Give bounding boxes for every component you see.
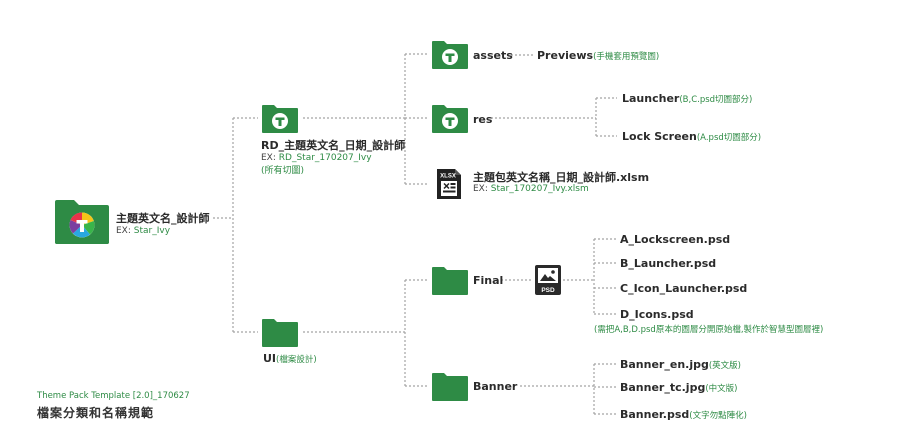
final-file-a: A_Lockscreen.psd	[620, 233, 731, 246]
banner-en-title: Banner_en.jpg	[620, 358, 709, 371]
res-lockscreen-item: Lock Screen(A.psd切圖部分)	[622, 130, 761, 145]
launcher-note: (B,C.psd切圖部分)	[679, 95, 753, 105]
final-title: Final	[473, 274, 504, 287]
connector-ui-branch	[303, 279, 428, 387]
folder-icon	[55, 200, 109, 244]
assets-folder-icon	[431, 38, 469, 74]
res-folder-icon	[431, 102, 469, 138]
banner-psd-title: Banner.psd	[620, 408, 690, 421]
rd-title: RD_主題英文名_日期_設計師	[261, 139, 406, 152]
banner-file-tc: Banner_tc.jpg(中文版)	[620, 381, 737, 396]
xlsx-title: 主題包英文名稱_日期_設計師.xlsm	[473, 171, 650, 184]
xlsx-file-icon: XLSX	[436, 168, 462, 204]
xlsx-ex-label: EX:	[473, 184, 488, 194]
rd-note: (所有切圖)	[261, 166, 305, 176]
xlsx-ex-value: Star_170207_Ivy.xlsm	[490, 184, 589, 194]
xlsx-badge: XLSX	[440, 174, 456, 180]
ui-label: UI(檔案設計)	[263, 352, 317, 367]
footer-template-label: Theme Pack Template [2.0]_170627	[37, 391, 190, 401]
connector-rd-branch	[303, 53, 428, 185]
ui-folder-icon	[261, 316, 299, 352]
final-note: (需把A,B,D.psd原本的圖層分開原始檔,製作於智慧型圖層裡)	[594, 325, 824, 335]
banner-folder-icon	[431, 370, 469, 406]
banner-title: Banner	[473, 380, 518, 393]
launcher-title: Launcher	[622, 92, 680, 105]
banner-tc-note: (中文版)	[705, 384, 738, 394]
res-launcher-item: Launcher(B,C.psd切圖部分)	[622, 92, 752, 107]
previews-title: Previews	[537, 49, 594, 62]
connector-root-trunk	[213, 117, 258, 333]
psd-badge: PSD	[541, 287, 555, 294]
connector-banner-files	[520, 363, 616, 415]
final-file-d: D_Icons.psd	[620, 308, 694, 321]
ui-note: (檔案設計)	[276, 355, 317, 365]
rd-example: EX: RD_Star_170207_Ivy	[261, 153, 372, 164]
rd-ex-value: RD_Star_170207_Ivy	[278, 153, 372, 163]
root-example: EX: Star_Ivy	[116, 226, 170, 237]
res-title: res	[473, 113, 493, 126]
footer-title: 檔案分類和名稱規範	[37, 406, 155, 420]
banner-file-psd: Banner.psd(文字勿點陣化)	[620, 408, 747, 423]
connector-final-files	[563, 238, 616, 315]
lockscreen-note: (A.psd切圖部分)	[696, 133, 762, 143]
final-file-b: B_Launcher.psd	[620, 257, 717, 270]
root-ex-label: EX:	[116, 226, 131, 236]
previews-item: Previews(手機套用預覽圖)	[537, 49, 659, 64]
root-title: 主題英文名_設計師	[116, 212, 210, 225]
root-ex-value: Star_Ivy	[133, 226, 171, 236]
final-folder-icon	[431, 264, 469, 300]
previews-note: (手機套用預覽圖)	[593, 52, 660, 62]
xlsx-example: EX: Star_170207_Ivy.xlsm	[473, 184, 589, 195]
rd-ex-label: EX:	[261, 153, 276, 163]
root-node	[54, 195, 110, 249]
banner-en-note: (英文版)	[708, 361, 741, 371]
connector-res-children	[491, 97, 617, 137]
banner-psd-note: (文字勿點陣化)	[689, 411, 747, 421]
final-file-c: C_Icon_Launcher.psd	[620, 282, 748, 295]
banner-tc-title: Banner_tc.jpg	[620, 381, 706, 394]
ui-title: UI	[263, 352, 277, 365]
psd-file-icon: PSD	[534, 264, 562, 300]
banner-file-en: Banner_en.jpg(英文版)	[620, 358, 741, 373]
rd-folder-icon	[261, 102, 299, 138]
lockscreen-title: Lock Screen	[622, 130, 697, 143]
assets-title: assets	[473, 49, 513, 62]
